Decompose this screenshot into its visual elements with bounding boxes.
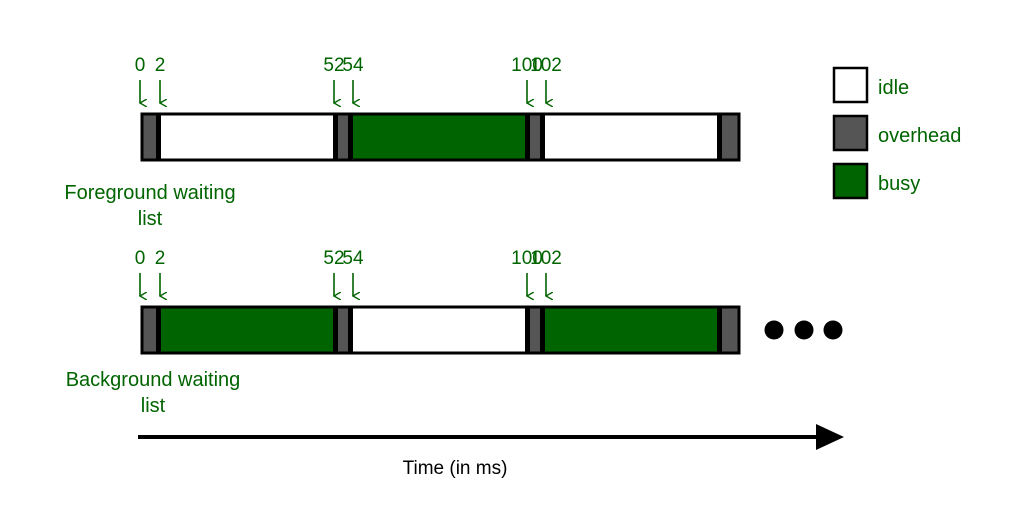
foreground-label-line2: list: [138, 208, 163, 230]
legend-label-busy: busy: [878, 173, 920, 195]
continuation-dots: [764, 320, 843, 340]
time-axis-arrowhead: [816, 424, 844, 450]
legend-swatch-overhead: [832, 114, 869, 152]
time-mark-label: 2: [155, 248, 166, 269]
legend-label-idle: idle: [878, 77, 909, 99]
segment-divider: [525, 114, 530, 160]
segment-divider: [717, 307, 722, 353]
background-timeline-bar: [140, 305, 741, 355]
segment-divider: [156, 307, 161, 353]
continuation-dot: [764, 320, 784, 340]
time-mark-label: 54: [342, 55, 364, 76]
legend-label-overhead: overhead: [878, 125, 961, 147]
segment-divider: [348, 307, 353, 353]
busy-segment: [545, 307, 717, 353]
busy-segment: [161, 307, 333, 353]
time-mark-label: 102: [530, 248, 562, 269]
time-mark-label: 100: [511, 55, 543, 76]
continuation-dot: [794, 320, 814, 340]
segment-divider: [333, 307, 338, 353]
time-mark-label: 52: [323, 55, 344, 76]
segment-divider: [540, 114, 545, 160]
timeline-bar-outline: [140, 112, 741, 162]
time-axis-label: Time (in ms): [403, 458, 508, 479]
overhead-segment: [717, 307, 739, 353]
legend: idle overhead busy: [832, 66, 961, 200]
time-mark-label: 102: [530, 55, 562, 76]
time-mark-label: 52: [323, 248, 344, 269]
overhead-segment: [717, 114, 739, 160]
foreground-timeline-bar: [140, 112, 741, 162]
time-mark-label: 0: [135, 248, 146, 269]
time-mark-label: 2: [155, 55, 166, 76]
segment-divider: [348, 114, 353, 160]
time-mark-label: 100: [511, 248, 543, 269]
idle-segment: [161, 114, 333, 160]
time-mark-label: 54: [342, 248, 364, 269]
time-mark-label: 0: [135, 55, 146, 76]
busy-segment: [353, 114, 525, 160]
idle-segment: [353, 307, 525, 353]
background-label-line2: list: [141, 395, 166, 417]
continuation-dot: [823, 320, 843, 340]
foreground-label-line1: Foreground waiting: [64, 182, 235, 204]
time-axis: Time (in ms): [138, 424, 844, 479]
segment-divider: [525, 307, 530, 353]
timeline-bar-outline: [140, 305, 741, 355]
idle-segment: [545, 114, 717, 160]
segment-divider: [717, 114, 722, 160]
legend-swatch-idle: [832, 66, 869, 104]
background-label-line1: Background waiting: [66, 369, 241, 391]
segment-divider: [540, 307, 545, 353]
segment-divider: [333, 114, 338, 160]
segment-divider: [156, 114, 161, 160]
legend-swatch-busy: [832, 162, 869, 200]
